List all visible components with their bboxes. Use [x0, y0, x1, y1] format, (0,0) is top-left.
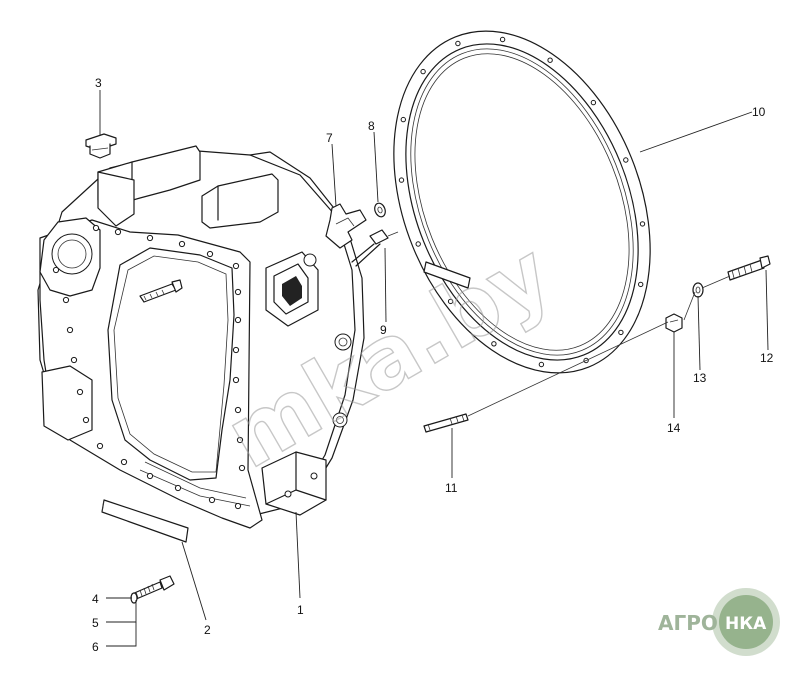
flywheel-housing-part-1 [37, 145, 365, 529]
bolt-hole [236, 436, 244, 444]
bolt-hole [234, 288, 242, 296]
callout-7: 7 [326, 131, 333, 145]
bolt-hole [206, 250, 214, 258]
callout-12: 12 [760, 351, 774, 365]
bolt-hole [66, 326, 74, 334]
bolt-hole [234, 406, 242, 414]
callout-10: 10 [752, 105, 766, 119]
bolt-hole [178, 240, 186, 248]
callout-11: 11 [445, 481, 458, 495]
washer-part-13 [692, 282, 704, 298]
bolt-hole [114, 228, 122, 236]
callout-1: 1 [297, 603, 304, 617]
bolt-hole [52, 266, 60, 274]
bolt-hole [174, 484, 182, 492]
bolt-hole [238, 464, 246, 472]
bolt-hole [618, 329, 624, 336]
stud-part-11 [423, 413, 469, 433]
bolt-hole [234, 316, 242, 324]
bolt-hole [146, 234, 154, 242]
bolt-hole [96, 442, 104, 450]
bolt-hole [70, 356, 78, 364]
callout-5: 5 [92, 616, 99, 630]
callout-labels: 3 7 8 9 10 11 12 13 14 1 2 4 5 6 [92, 76, 774, 654]
callout-3: 3 [95, 76, 102, 90]
bolt-part-9 [351, 229, 389, 267]
callout-8: 8 [368, 119, 375, 133]
gasket-bolt-holes [398, 36, 646, 368]
bolt-hole [538, 361, 545, 368]
stud-on-housing [139, 279, 183, 303]
bolt-hole [415, 241, 421, 247]
bolt-hole [400, 116, 406, 123]
nut-part-14 [665, 313, 683, 333]
bolt-hole [120, 458, 128, 466]
gasket-ring-part-10 [393, 30, 651, 374]
bolt-hole [547, 57, 553, 63]
housing-bolt-holes [52, 224, 246, 510]
bolt-hole [623, 157, 629, 163]
assembly-axis-lines [387, 231, 731, 417]
washer-part-8 [374, 202, 386, 218]
bolt-hole [92, 224, 100, 232]
bolt-part-4 [131, 575, 175, 601]
bolt-hole [232, 346, 240, 354]
leader-lines [99, 90, 769, 647]
bolt-hole [232, 376, 240, 384]
bolt-hole [590, 99, 597, 106]
callout-13: 13 [693, 371, 707, 385]
callout-2: 2 [204, 623, 211, 637]
callout-6: 6 [92, 640, 99, 654]
stud-part-12 [727, 255, 771, 281]
bracket-part-7 [325, 203, 367, 249]
bolt-hole [499, 36, 506, 43]
bolt-hole [232, 262, 240, 270]
callout-9: 9 [380, 323, 387, 337]
bolt-hole [234, 502, 242, 510]
bolt-hole [455, 40, 461, 47]
brand-logo: АГРО НКА [658, 588, 780, 656]
bolt-hole [420, 68, 426, 75]
bolt-hole [639, 221, 646, 227]
callout-4: 4 [92, 592, 99, 606]
logo-text-right: НКА [725, 614, 767, 634]
plug-part-3 [85, 133, 117, 159]
bolt-hole [208, 496, 216, 504]
bolt-hole [76, 388, 84, 396]
plate-part-2 [101, 499, 189, 543]
bolt-hole [82, 416, 90, 424]
bolt-hole [491, 341, 497, 347]
logo-text-left: АГРО [658, 611, 718, 635]
bolt-hole [447, 298, 454, 305]
bolt-hole [638, 281, 644, 288]
bolt-hole [146, 472, 154, 480]
bolt-hole [62, 296, 70, 304]
bolt-hole [398, 177, 405, 183]
callout-14: 14 [667, 421, 681, 435]
